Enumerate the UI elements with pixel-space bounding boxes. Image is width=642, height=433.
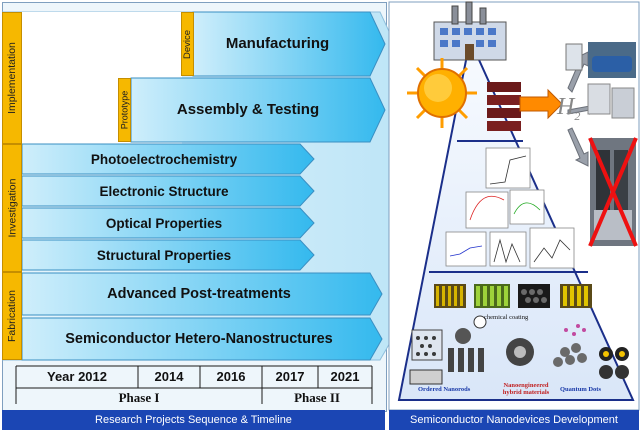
tag-device-label: Device [182, 29, 194, 59]
advanced-label: Advanced Post-treatments [107, 286, 291, 302]
tag-device: Device [181, 12, 194, 76]
structural-label: Structural Properties [96, 247, 232, 263]
band-implementation: Implementation [2, 12, 22, 144]
band-fabrication: Fabrication [2, 272, 22, 360]
band-investigation: Investigation [2, 144, 22, 272]
optical-label: Optical Properties [105, 215, 223, 231]
hydrogen-symbol: H [557, 94, 575, 120]
nanorod-images [434, 284, 592, 308]
timeline-year-2016: 2016 [216, 369, 246, 384]
hydrogen-label: H2 [557, 94, 580, 124]
quantum-dots-label: Quantum Dots [560, 386, 601, 393]
photo-label: Photoelectrochemistry [90, 151, 238, 167]
phase-2-label: Phase II [294, 390, 340, 405]
tag-prototype: Prototype [118, 78, 131, 142]
ordered-nanorods-label: Ordered Nanorods [418, 386, 471, 393]
timeline-year-2021: 2021 [330, 369, 360, 384]
factory-icon [433, 1, 507, 61]
characterization-plots [445, 147, 575, 269]
electronic-label: Electronic Structure [99, 183, 229, 199]
timeline-year-2017: 2017 [275, 369, 305, 384]
assembly-arrow [130, 77, 386, 143]
sun-icon [407, 58, 477, 128]
hetero-arrow [21, 317, 383, 361]
manufacturing-label: Manufacturing [225, 34, 330, 52]
band-fabrication-label: Fabrication [6, 290, 19, 342]
band-investigation-label: Investigation [6, 178, 18, 238]
optical-arrow [21, 207, 315, 239]
output-arrow [519, 88, 563, 120]
band-implementation-label: Implementation [6, 42, 19, 114]
timeline-year-2014: 2014 [154, 369, 184, 384]
hybrid-materials-label: Nanoengineered hybrid materials [502, 382, 550, 396]
hybrid-material-illustrations [409, 315, 629, 385]
photo-arrow [21, 143, 315, 175]
hydrogen-subscript: 2 [574, 108, 581, 123]
chemical-coating-label: chemical coating [484, 314, 529, 321]
application-images [565, 42, 638, 247]
timeline-grid [15, 365, 373, 404]
advanced-arrow [21, 272, 383, 316]
solar-panel-icon [487, 82, 521, 131]
hetero-label: Semiconductor Hetero-Nanostructures [65, 331, 333, 347]
electronic-arrow [21, 175, 315, 207]
structural-arrow [21, 239, 315, 271]
timeline-year-2012: Year 2012 [46, 369, 107, 384]
assembly-label: Assembly & Testing [176, 100, 320, 118]
footer-left: Research Projects Sequence & Timeline [2, 410, 385, 430]
phase-1-label: Phase I [118, 390, 160, 405]
tag-prototype-label: Prototype [119, 90, 130, 130]
footer-right: Semiconductor Nanodevices Development [389, 410, 639, 430]
